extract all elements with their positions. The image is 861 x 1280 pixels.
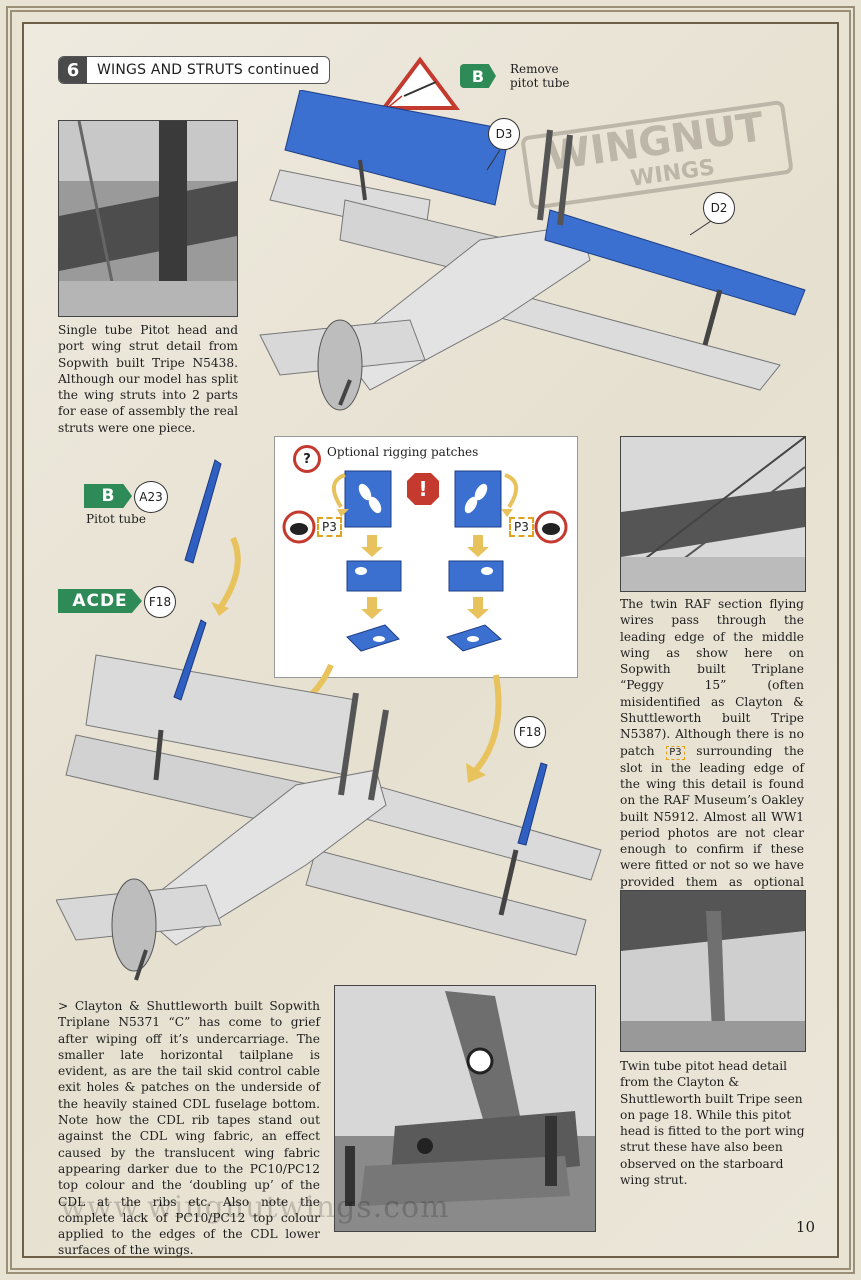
photo2-caption-patch: P3 [666,745,685,760]
page-number: 10 [795,1218,815,1236]
badge-b-pitot: B [84,484,132,508]
question-icon: ? [293,445,321,473]
photo-flying-wires [620,436,806,592]
part-label-d2: D2 [703,192,735,224]
photo-crashed-triplane [334,985,596,1232]
wingnut-logo: WINGNUT WINGS [521,100,793,210]
step-number: 6 [59,57,87,83]
pitot-tube-part-illustration [184,459,241,616]
top-assembly-illustration [259,90,806,411]
photo-pitot-strut-detail [58,120,238,317]
bottom-description: > Clayton & Shuttleworth built Sopwith T… [58,999,320,1258]
part-label-a23: A23 [134,481,168,513]
photo-twin-pitot-detail [620,890,806,1052]
part-label-d3: D3 [488,118,520,150]
step-header: 6 WINGS AND STRUTS continued [58,56,331,84]
crash-photo-c-marking: C [470,1050,484,1071]
rigging-box-title: Optional rigging patches [327,445,479,459]
middle-assembly-illustration [56,619,602,981]
photo2-caption-before: The twin RAF section flying wires pass t… [620,597,804,758]
patch-p3-left: P3 [317,517,342,537]
optional-rigging-patches-box: ? Optional rigging patches [274,436,578,678]
rigging-patches-diagram [282,470,568,652]
part-label-f18-left: F18 [144,586,176,618]
warning-stop-icon: ! [418,477,428,501]
badge-acde: ACDE [58,589,142,613]
photo1-caption: Single tube Pitot head and port wing str… [58,323,238,435]
step-title: WINGS AND STRUTS continued [97,62,320,78]
photo2-caption-after: surrounding the slot in the leading edge… [620,743,805,905]
photo2-caption: The twin RAF section flying wires pass t… [620,596,804,906]
photo3-caption: Twin tube pitot head detail from the Cla… [620,1059,805,1188]
page-inner-border [22,22,839,1258]
patch-p3-right: P3 [509,517,534,537]
page-outer-border [6,6,855,1274]
part-label-f18-right: F18 [514,716,546,748]
badge-b-top: B [460,64,496,88]
pitot-tube-label: Pitot tube [86,512,146,526]
website-watermark: www.wingnutwings.com [60,1190,450,1225]
remove-pitot-label: Remove pitot tube [510,62,570,90]
